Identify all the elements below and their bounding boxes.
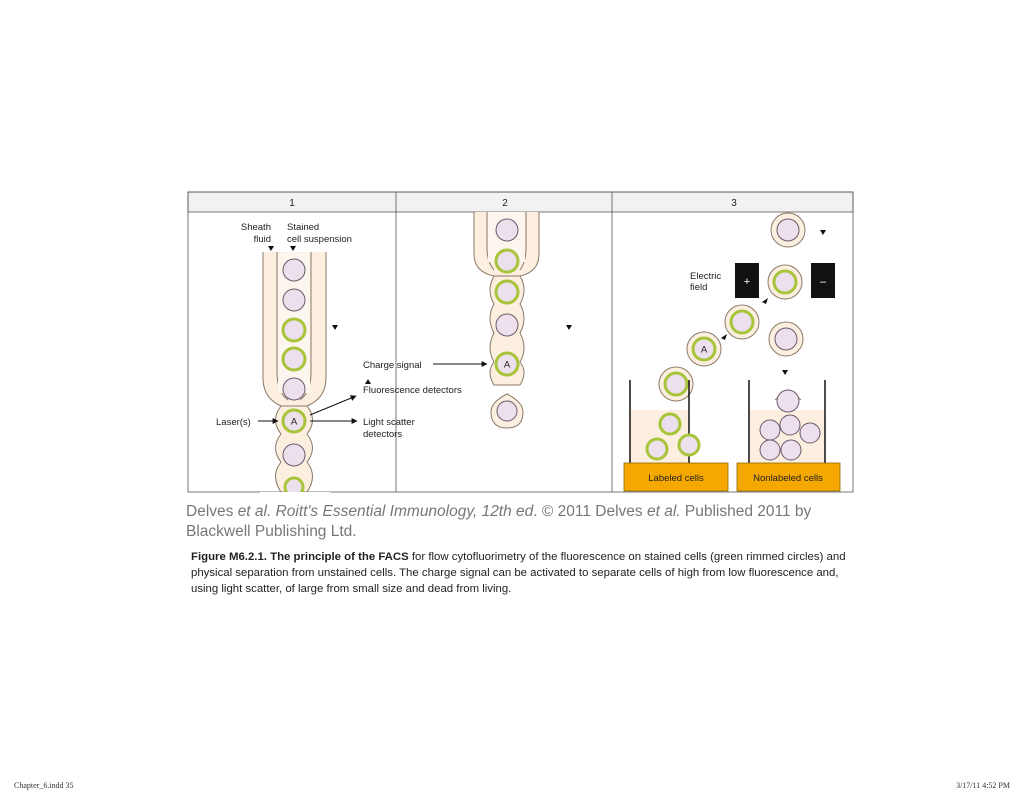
cell-stained [281, 317, 307, 343]
cell-marker: A [701, 345, 708, 356]
cell-stained [494, 279, 520, 305]
droplet-stained-charged: A [686, 331, 722, 367]
credit-text: . © 2011 Delves [533, 503, 647, 520]
panel-2: A Charge signal [363, 212, 572, 429]
sheath-fluid-label: fluid [254, 234, 271, 245]
cell-unstained [495, 218, 519, 242]
plus-sign: + [744, 276, 750, 288]
panel-number-3: 3 [731, 198, 737, 209]
light-scatter-label: Light scatter [363, 417, 415, 428]
light-scatter-label: detectors [363, 429, 402, 440]
cell-stained [281, 346, 307, 372]
droplet-stained [724, 304, 760, 340]
footer-filename: Chapter_6.indd 35 [14, 781, 74, 790]
nonlabeled-cells-tube: Nonlabeled cells [736, 380, 841, 492]
figure-frame [187, 191, 854, 493]
panel-1: A Sheath fluid Stained cell suspension L… [216, 222, 462, 498]
cell-unstained [495, 313, 519, 337]
caption-title: Figure M6.2.1. The principle of the FACS [191, 551, 409, 563]
cell-stained-charged: A [494, 351, 520, 377]
laser-label: Laser(s) [216, 417, 251, 428]
cell-marker: A [504, 360, 511, 371]
charge-signal-label: Charge signal [363, 360, 422, 371]
cell-unstained [282, 288, 306, 312]
footer-timestamp: 3/17/11 4:52 PM [956, 781, 1010, 790]
figure-caption: Figure M6.2.1. The principle of the FACS… [191, 549, 863, 597]
droplet-stained [767, 264, 803, 300]
fluorescence-detectors-label: Fluorescence detectors [363, 385, 462, 396]
negative-electrode [811, 263, 835, 298]
labeled-cells-tube: Labeled cells [623, 380, 729, 492]
figure-credit: Delves et al. Roitt's Essential Immunolo… [186, 502, 866, 542]
panel-3: Electric field + – A [623, 212, 841, 492]
cell-marker: A [291, 417, 298, 428]
credit-italic: et al. Roitt's Essential Immunology, 12t… [237, 503, 534, 520]
droplet [490, 393, 524, 429]
panel-number-1: 1 [289, 198, 295, 209]
credit-text: Published 2011 by Blackwell Publishing L… [186, 503, 812, 540]
credit-text: Delves [186, 503, 238, 520]
minus-sign: – [820, 276, 827, 288]
electric-field-label: field [690, 282, 707, 293]
stained-suspension-label: cell suspension [287, 234, 352, 245]
cell-stained [494, 248, 520, 274]
electric-field-label: Electric [690, 271, 721, 282]
labeled-cells-label: Labeled cells [648, 473, 704, 484]
droplet-unstained [768, 321, 804, 357]
stained-suspension-label: Stained [287, 222, 319, 233]
cell-unstained [282, 443, 306, 467]
cell-unstained [282, 258, 306, 282]
sheath-fluid-label: Sheath [241, 222, 271, 233]
cell-unstained [282, 377, 306, 401]
caption-text: for flow cytofluorimetry of the fluoresc… [191, 551, 846, 595]
positive-electrode [735, 263, 759, 298]
cell-stained-detected: A [281, 408, 307, 434]
droplet-stained [658, 366, 694, 402]
droplet-unstained [770, 212, 806, 248]
panel-number-2: 2 [502, 198, 508, 209]
nonlabeled-cells-label: Nonlabeled cells [753, 473, 823, 484]
credit-italic: et al. [646, 503, 681, 520]
